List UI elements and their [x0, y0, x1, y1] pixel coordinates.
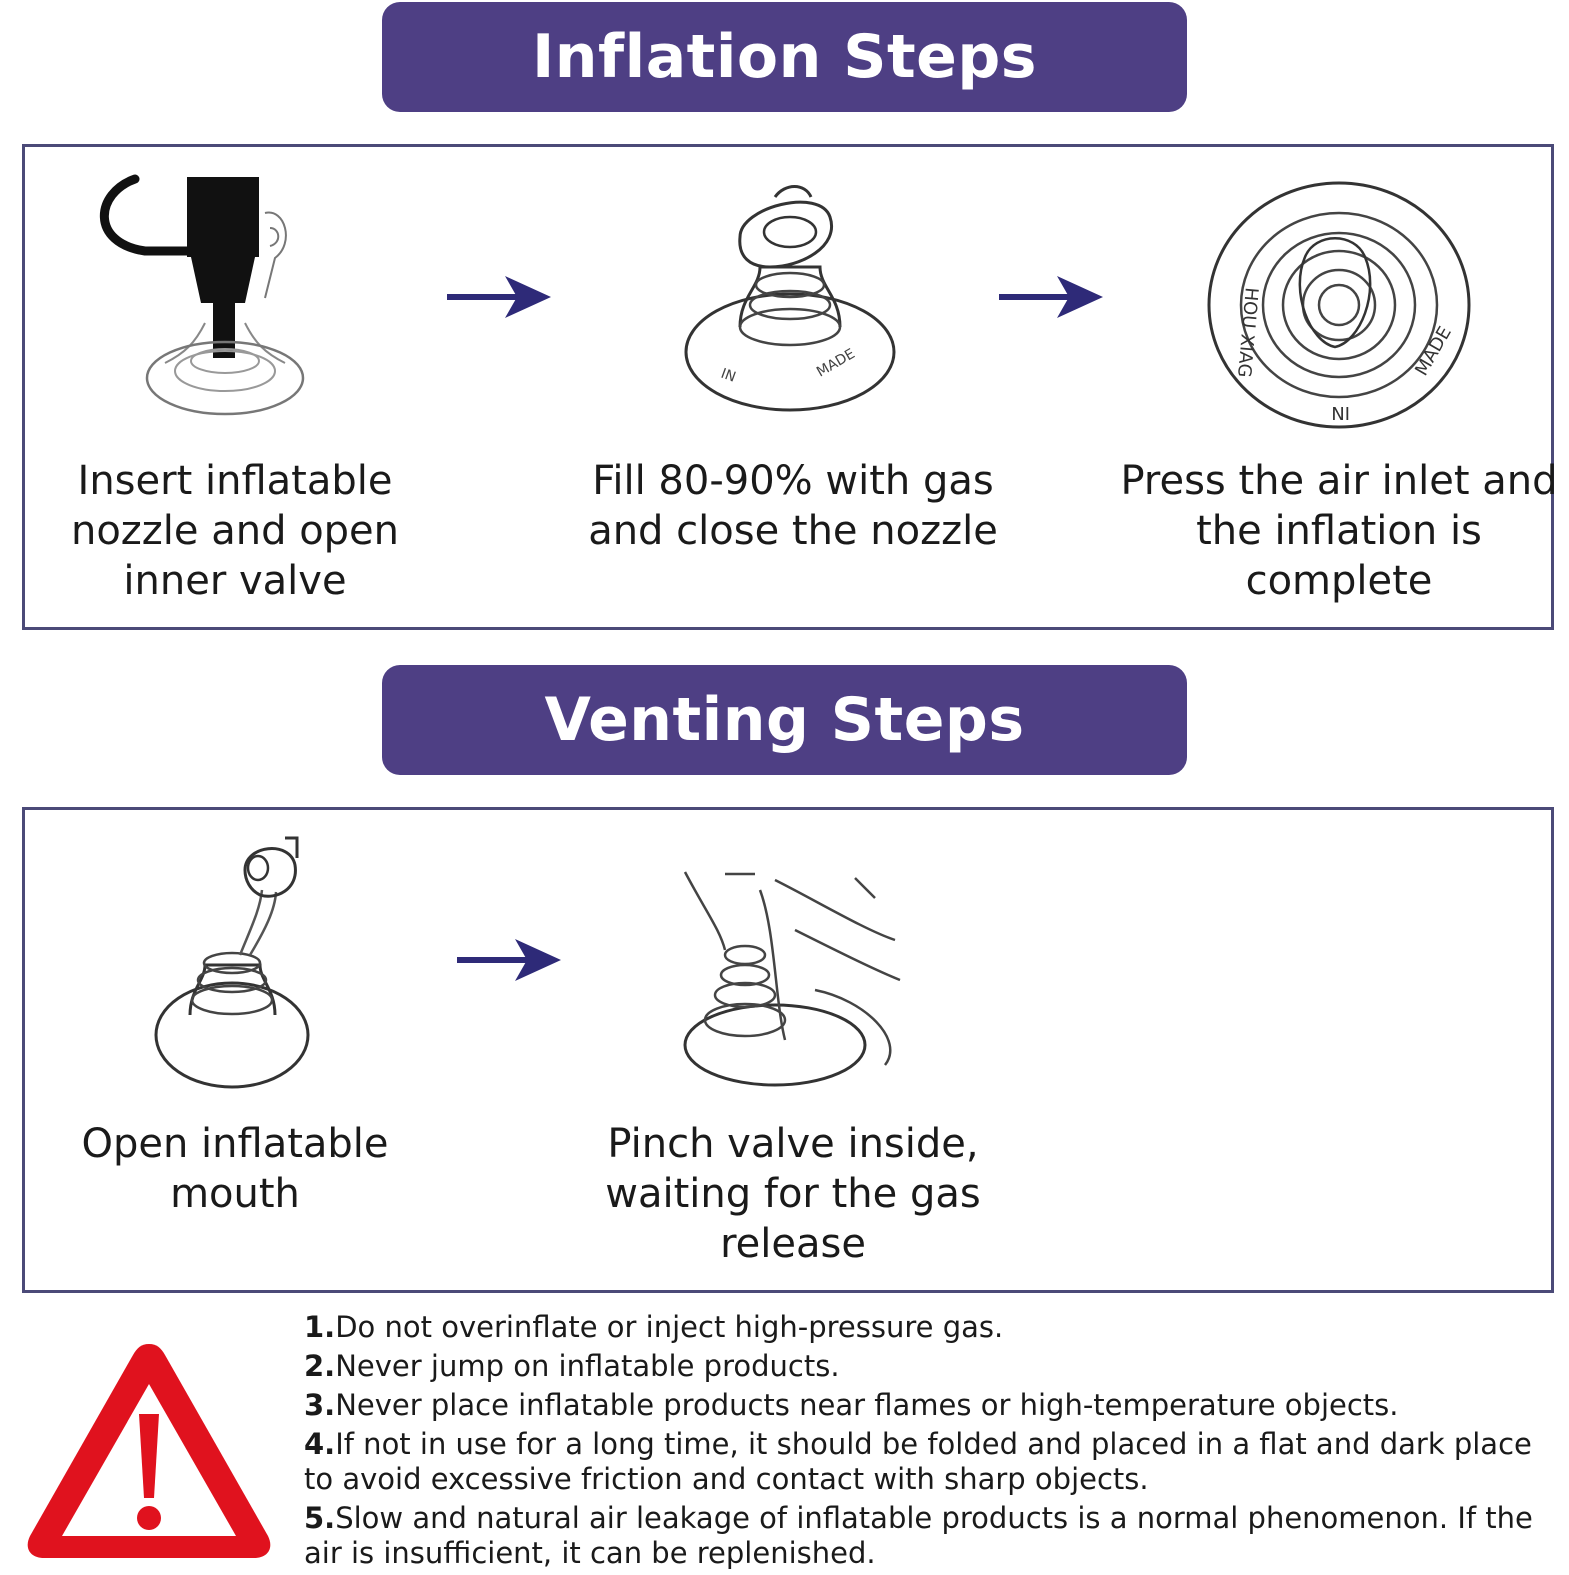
note-text: Never jump on inflatable products. — [335, 1349, 840, 1383]
valve-print-label: MADE — [814, 346, 858, 381]
warning-icon — [27, 1344, 271, 1558]
note-item: 4.If not in use for a long time, it shou… — [304, 1427, 1569, 1497]
valve-print-label: HOU XIAG — [1233, 287, 1262, 379]
valve-print-label: IN — [1331, 402, 1350, 423]
note-text: Never place inflatable products near fla… — [335, 1388, 1399, 1422]
valve-print-label: IN — [719, 366, 738, 386]
inflation-steps-panel: IN MADE MADE IN HOU XIAG Insert inflatab… — [22, 144, 1557, 630]
note-number: 2. — [304, 1349, 336, 1383]
note-item: 2.Never jump on inflatable products. — [304, 1349, 1569, 1384]
note-number: 4. — [304, 1427, 336, 1461]
step-caption: Insert inflatable nozzle and open inner … — [70, 458, 400, 604]
note-text: If not in use for a long time, it should… — [304, 1427, 1532, 1496]
note-text: Do not overinflate or inject high-pressu… — [335, 1310, 1004, 1344]
pump-nozzle-insert-icon — [99, 174, 305, 416]
venting-steps-title: Venting Steps — [544, 685, 1025, 755]
step-caption: Press the air inlet and the inflation is… — [1120, 458, 1558, 604]
note-number: 1. — [304, 1310, 336, 1344]
open-valve-icon — [154, 836, 310, 1089]
note-item: 5.Slow and natural air leakage of inflat… — [304, 1501, 1569, 1571]
note-number: 5. — [304, 1501, 336, 1535]
safety-notes: 1.Do not overinflate or inject high-pres… — [304, 1310, 1569, 1575]
note-item: 3.Never place inflatable products near f… — [304, 1388, 1569, 1423]
step-caption: Open inflatable mouth — [81, 1121, 389, 1217]
closed-valve-icon: IN MADE — [684, 185, 896, 412]
step-caption: Fill 80-90% with gas and close the nozzl… — [588, 458, 998, 554]
step-caption: Pinch valve inside, waiting for the gas … — [605, 1121, 981, 1267]
note-item: 1.Do not overinflate or inject high-pres… — [304, 1310, 1569, 1345]
arrow-right-icon — [447, 276, 551, 318]
pinch-valve-icon — [683, 871, 901, 1087]
arrow-right-icon — [999, 276, 1103, 318]
pressed-valve-top-icon: MADE IN HOU XIAG — [1207, 181, 1471, 429]
inflation-steps-title: Inflation Steps — [531, 22, 1038, 92]
note-text: Slow and natural air leakage of inflatab… — [304, 1501, 1533, 1570]
note-number: 3. — [304, 1388, 336, 1422]
venting-steps-panel: Open inflatable mouth Pinch valve inside… — [22, 807, 1554, 1293]
inflation-steps-banner: Inflation Steps — [382, 2, 1187, 112]
venting-steps-banner: Venting Steps — [382, 665, 1187, 775]
arrow-right-icon — [457, 939, 561, 981]
